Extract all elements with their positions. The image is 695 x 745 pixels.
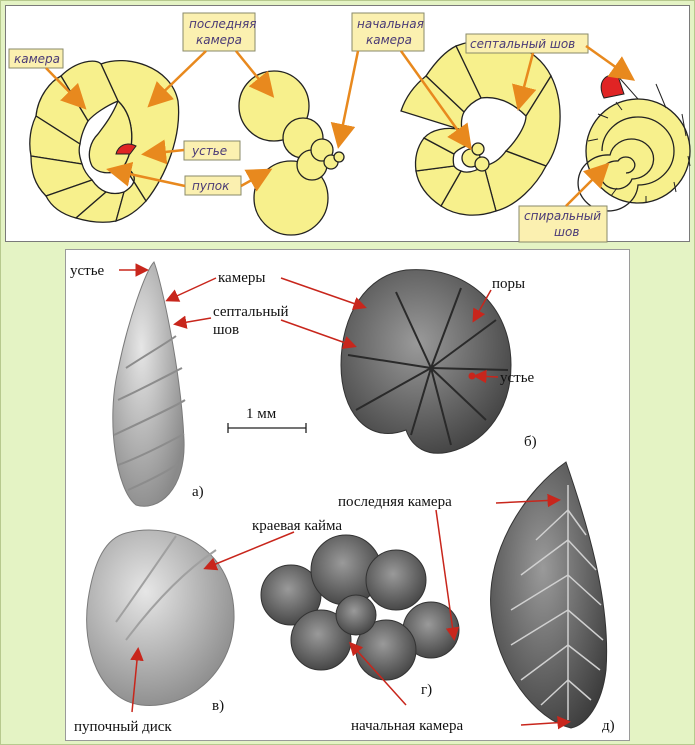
specimen-b — [341, 270, 511, 454]
shell-1 — [30, 61, 179, 223]
shell-4 — [578, 74, 690, 211]
label-g: г) — [421, 682, 432, 698]
label-kamera: камера — [14, 52, 60, 66]
label-pory: поры — [492, 276, 525, 292]
arrow-nachalnaya-1 — [339, 51, 358, 144]
specimen-g — [261, 535, 459, 680]
label-d: д) — [602, 718, 615, 734]
label-b: б) — [524, 434, 537, 450]
specimen-a — [113, 262, 185, 506]
shell-2 — [239, 71, 344, 235]
label-a: а) — [192, 484, 204, 500]
arrow-septalny-2 — [586, 46, 631, 78]
label-nachalnaya-kamera: начальная камера — [351, 718, 463, 734]
label-ustye-b: устье — [500, 370, 535, 386]
label-kraevaya-kaima: краевая кайма — [252, 518, 342, 534]
specimen-v — [87, 530, 234, 705]
label-septalny-shov: септальный шов — [470, 37, 575, 51]
label-pupochny-disk: пупочный диск — [74, 719, 172, 735]
shell-3 — [401, 40, 560, 215]
label-pupok: пупок — [192, 179, 230, 193]
label-kamery: камеры — [218, 270, 265, 286]
label-v: в) — [212, 698, 224, 714]
label-ustye: устье — [191, 144, 227, 158]
label-poslednyaya-kamera: последняя камера — [338, 494, 452, 510]
label-scale: 1 мм — [246, 406, 277, 422]
label-ustye-a: устье — [70, 263, 105, 279]
